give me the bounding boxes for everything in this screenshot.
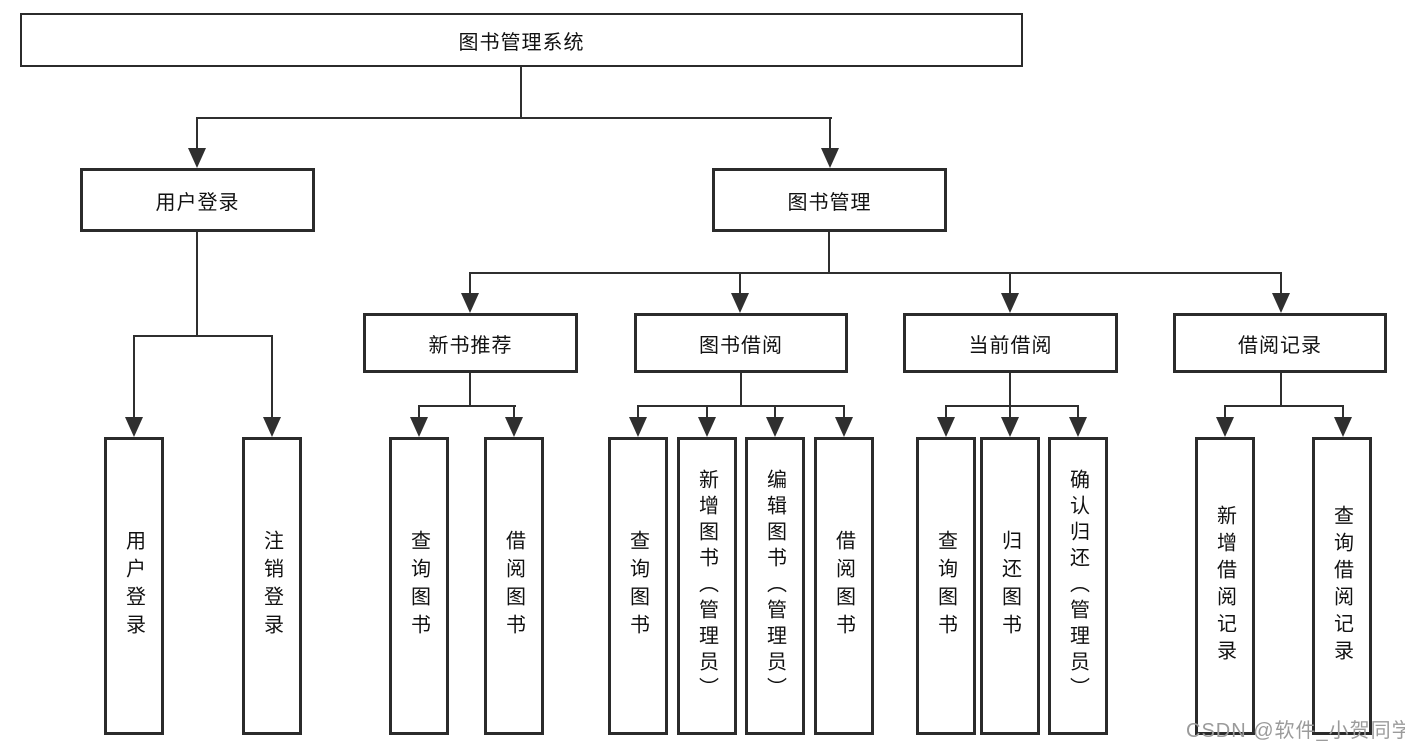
connector-line [469,373,471,407]
connector-line [520,67,522,119]
connector-line [843,405,845,419]
connector-line [1224,405,1226,419]
connector-line [829,117,831,150]
connector-line [739,272,741,295]
leaf-label: 查询图书 [626,530,649,642]
connector-line [740,373,742,407]
leaf-label: 查询图书 [407,530,430,642]
connector-line [1009,272,1011,295]
arrow-down-icon [410,417,428,437]
leaf-user-login: 用户登录 [104,437,164,735]
connector-line [271,335,273,419]
leaf-label: 编辑图书（管理员） [763,469,786,703]
connector-line [469,272,1282,274]
csdn-watermark: CSDN @软件_小贺同学 [1186,720,1405,742]
connector-line [196,117,198,150]
leaf-label: 新增图书（管理员） [695,469,718,703]
connector-line [945,405,1079,407]
node-label: 图书借阅 [699,334,783,357]
node-label: 图书管理系统 [458,31,585,54]
leaf-logout: 注销登录 [242,437,302,735]
leaf-label: 借阅图书 [832,530,855,642]
leaf-confirm-return-admin: 确认归还（管理员） [1048,437,1108,735]
connector-line [945,405,947,419]
leaf-label: 注销登录 [260,530,283,642]
leaf-label: 查询借阅记录 [1330,505,1353,667]
node-current-borrow: 当前借阅 [903,313,1118,373]
connector-line [637,405,639,419]
leaf-label: 用户登录 [122,530,145,642]
arrow-down-icon [698,417,716,437]
connector-line [196,117,832,119]
arrow-down-icon [1001,293,1019,313]
node-label: 图书管理 [787,191,872,214]
connector-line [1280,272,1282,295]
arrow-down-icon [505,417,523,437]
connector-line [133,335,135,419]
arrow-down-icon [263,417,281,437]
node-borrow-records: 借阅记录 [1173,313,1387,373]
connector-line [1280,373,1282,407]
node-label: 用户登录 [155,191,240,214]
arrow-down-icon [1001,417,1019,437]
connector-line [706,405,708,419]
arrow-down-icon [629,417,647,437]
node-label: 当前借阅 [968,334,1053,357]
connector-line [828,232,830,274]
leaf-borrow-books-recommend: 借阅图书 [484,437,544,735]
node-library-system-root: 图书管理系统 [20,13,1023,67]
arrow-down-icon [937,417,955,437]
leaf-query-books-recommend: 查询图书 [389,437,449,735]
connector-line [418,405,516,407]
node-user-login: 用户登录 [80,168,315,232]
leaf-label: 归还图书 [998,530,1021,642]
connector-line [774,405,776,419]
leaf-borrow-books: 借阅图书 [814,437,874,735]
leaf-label: 确认归还（管理员） [1066,469,1089,703]
leaf-label: 新增借阅记录 [1213,505,1236,667]
arrow-down-icon [821,148,839,168]
connector-line [133,335,273,337]
leaf-add-book-admin: 新增图书（管理员） [677,437,737,735]
connector-line [1224,405,1344,407]
arrow-down-icon [766,417,784,437]
arrow-down-icon [125,417,143,437]
leaf-label: 借阅图书 [502,530,525,642]
arrow-down-icon [731,293,749,313]
leaf-label: 查询图书 [934,530,957,642]
arrow-down-icon [835,417,853,437]
arrow-down-icon [1334,417,1352,437]
leaf-add-borrow-record: 新增借阅记录 [1195,437,1255,735]
connector-line [469,272,471,295]
connector-line [418,405,420,419]
node-book-management: 图书管理 [712,168,947,232]
leaf-query-books-borrow: 查询图书 [608,437,668,735]
leaf-query-books-current: 查询图书 [916,437,976,735]
connector-line [1342,405,1344,419]
node-label: 借阅记录 [1238,334,1322,357]
node-book-borrow: 图书借阅 [634,313,848,373]
connector-line [637,405,845,407]
node-label: 新书推荐 [428,334,513,357]
node-new-book-recommend: 新书推荐 [363,313,578,373]
leaf-query-borrow-record: 查询借阅记录 [1312,437,1372,735]
arrow-down-icon [1216,417,1234,437]
leaf-return-books: 归还图书 [980,437,1040,735]
connector-line [1009,373,1011,407]
connector-line [196,232,198,337]
connector-line [513,405,515,419]
connector-line [1009,405,1011,419]
arrow-down-icon [1069,417,1087,437]
arrow-down-icon [461,293,479,313]
arrow-down-icon [188,148,206,168]
connector-line [1077,405,1079,419]
leaf-edit-book-admin: 编辑图书（管理员） [745,437,805,735]
arrow-down-icon [1272,293,1290,313]
